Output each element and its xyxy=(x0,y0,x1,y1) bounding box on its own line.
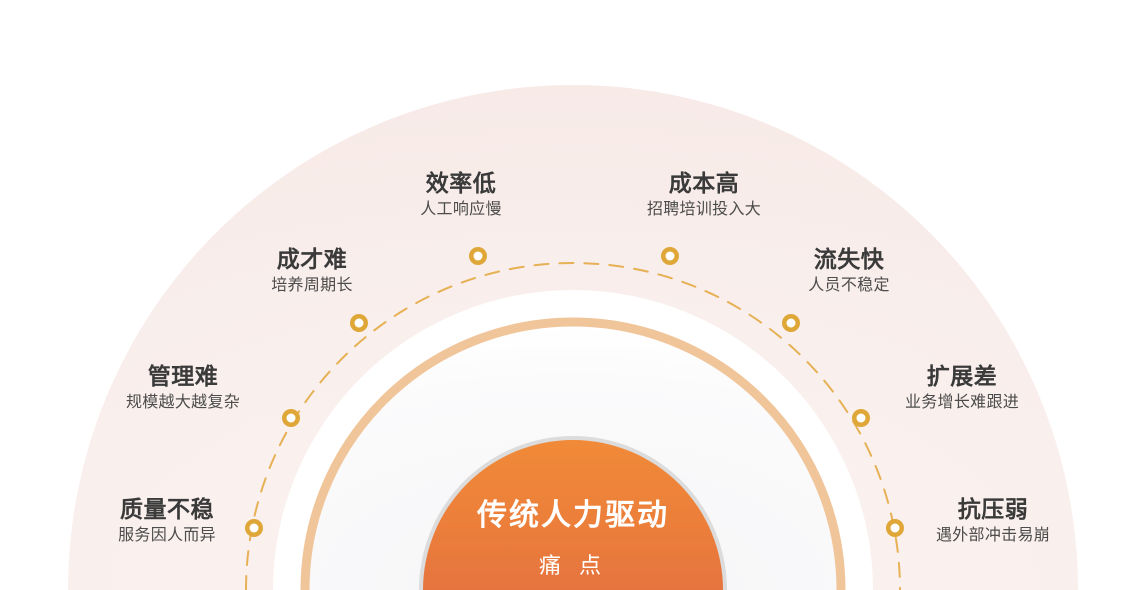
pain-point-subtitle: 服务因人而异 xyxy=(118,527,216,544)
pain-point-label-efficiency[interactable]: 效率低 人工响应慢 xyxy=(420,172,502,218)
pain-point-label-cost[interactable]: 成本高 招聘培训投入大 xyxy=(647,172,761,218)
pain-point-title: 成本高 xyxy=(668,170,740,196)
pain-point-subtitle: 人员不稳定 xyxy=(808,277,890,294)
dashed-node-arc xyxy=(245,262,901,590)
node-resilience[interactable] xyxy=(886,519,904,537)
pain-point-label-turnover[interactable]: 流失快 人员不稳定 xyxy=(808,248,890,294)
node-management[interactable] xyxy=(282,409,300,427)
node-efficiency[interactable] xyxy=(469,247,487,265)
pain-point-label-quality[interactable]: 质量不稳 服务因人而异 xyxy=(118,498,216,544)
pain-point-title: 质量不稳 xyxy=(120,496,214,522)
pain-point-title: 流失快 xyxy=(813,246,885,272)
center-hub-subtitle: 痛 点 xyxy=(538,553,608,578)
pain-point-title: 扩展差 xyxy=(926,363,998,389)
arc-nodes xyxy=(245,247,904,537)
pain-point-subtitle: 遇外部冲击易崩 xyxy=(935,527,1051,544)
pain-point-subtitle: 招聘培训投入大 xyxy=(646,201,762,218)
node-scalability[interactable] xyxy=(852,409,870,427)
center-hub[interactable] xyxy=(419,436,727,590)
pain-point-label-growth[interactable]: 成才难 培养周期长 xyxy=(271,248,353,294)
pain-point-title: 成才难 xyxy=(276,246,348,272)
pain-point-label-resilience[interactable]: 抗压弱 遇外部冲击易崩 xyxy=(936,498,1050,544)
node-turnover[interactable] xyxy=(782,314,800,332)
peach-arc-ring xyxy=(300,317,846,590)
pain-point-title: 抗压弱 xyxy=(957,496,1029,522)
pain-point-subtitle: 人工响应慢 xyxy=(420,201,502,218)
center-hub-title: 传统人力驱动 xyxy=(477,499,669,532)
pain-point-label-management[interactable]: 管理难 规模越大越复杂 xyxy=(126,365,240,411)
node-quality[interactable] xyxy=(245,519,263,537)
node-growth[interactable] xyxy=(350,314,368,332)
center-hub-text: 传统人力驱动 痛 点 xyxy=(477,490,669,580)
pain-point-label-scalability[interactable]: 扩展差 业务增长难跟进 xyxy=(905,365,1019,411)
pain-point-subtitle: 业务增长难跟进 xyxy=(904,394,1020,411)
pain-point-subtitle: 规模越大越复杂 xyxy=(125,394,241,411)
pain-point-title: 效率低 xyxy=(425,170,497,196)
pain-point-subtitle: 培养周期长 xyxy=(271,277,353,294)
node-cost[interactable] xyxy=(661,247,679,265)
pain-point-title: 管理难 xyxy=(147,363,219,389)
